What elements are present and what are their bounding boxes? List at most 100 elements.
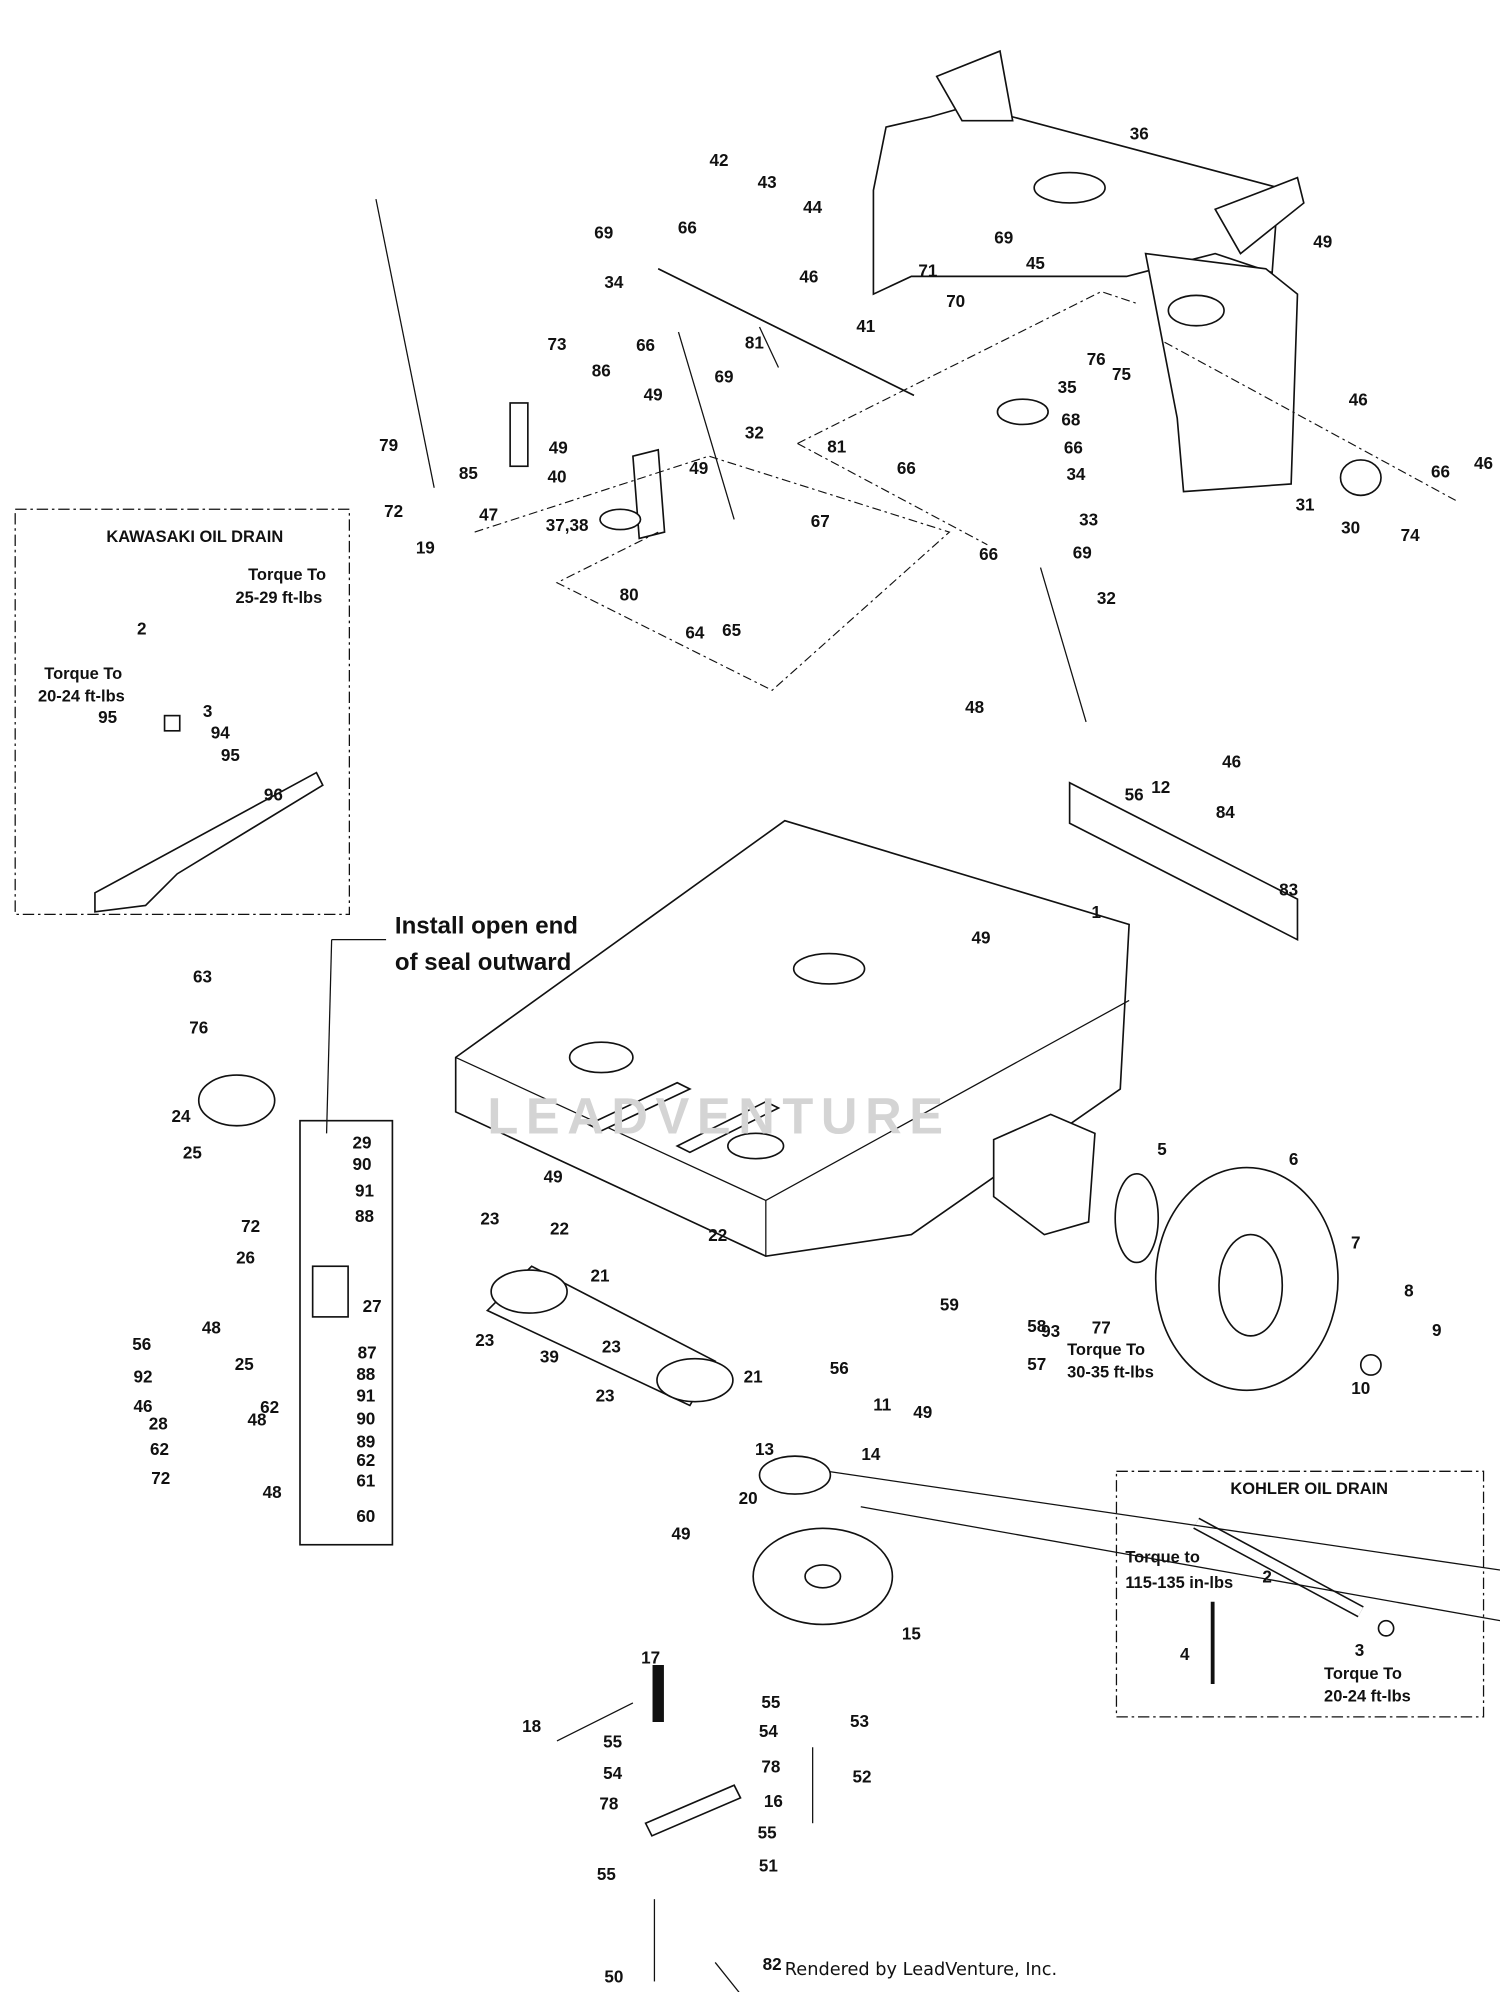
callout-label: 63 xyxy=(193,968,212,987)
callout-label: 49 xyxy=(644,385,663,404)
kohler-torque-right-value: 20-24 ft-lbs xyxy=(1324,1688,1411,1706)
callout-label: 69 xyxy=(594,223,613,242)
callout-label: 89 xyxy=(356,1432,375,1451)
idler-arm-26 xyxy=(311,1265,349,1318)
callout-label: 73 xyxy=(547,335,566,354)
wheel-torque-value: 30-35 ft-lbs xyxy=(1067,1364,1154,1382)
callout-label: 1 xyxy=(1091,903,1101,922)
callout-label: 10 xyxy=(1351,1379,1370,1398)
box-callout-label: 2 xyxy=(1262,1568,1272,1587)
callout-label: 59 xyxy=(940,1296,959,1315)
callout-label: 60 xyxy=(356,1507,375,1526)
callout-label: 39 xyxy=(540,1347,559,1366)
callout-label: 62 xyxy=(150,1440,169,1459)
callout-label: 72 xyxy=(384,502,403,521)
callout-label: 78 xyxy=(599,1794,618,1813)
callout-label: 82 xyxy=(763,1955,782,1974)
callout-label: 52 xyxy=(853,1768,872,1787)
callout-label: 69 xyxy=(715,368,734,387)
kawasaki-torque-lower: Torque To xyxy=(44,665,122,683)
leader-dash xyxy=(474,455,951,691)
callout-label: 49 xyxy=(972,928,991,947)
callout-label: 66 xyxy=(678,218,697,237)
callout-label: 25 xyxy=(183,1144,202,1163)
bracket-16 xyxy=(644,1784,742,1837)
callout-label: 11 xyxy=(873,1396,892,1415)
callout-label: 47 xyxy=(479,506,498,525)
render-credit: Rendered by LeadVenture, Inc. xyxy=(785,1960,1057,1980)
frame-bracket-part xyxy=(872,49,1305,493)
callout-label: 30 xyxy=(1341,518,1360,537)
callout-label: 55 xyxy=(758,1823,777,1842)
control-shaft-part xyxy=(657,268,915,397)
callout-label: 80 xyxy=(620,585,639,604)
callout-label: 19 xyxy=(416,539,435,558)
callout-label: 55 xyxy=(603,1732,622,1751)
seal-note: Install open end of seal outward xyxy=(325,912,578,1134)
callout-label: 62 xyxy=(356,1451,375,1470)
callout-label: 9 xyxy=(1432,1321,1442,1340)
rod-79 xyxy=(375,199,435,488)
callout-label: 32 xyxy=(745,423,764,442)
seal-note-line2: of seal outward xyxy=(395,949,571,976)
box-callout-label: 94 xyxy=(211,723,230,742)
callout-label: 56 xyxy=(830,1359,849,1378)
rod-32-lower xyxy=(1039,567,1087,723)
callout-label: 84 xyxy=(1216,803,1235,822)
callout-label: 62 xyxy=(260,1398,279,1417)
callout-label: 49 xyxy=(689,459,708,478)
callout-label: 48 xyxy=(965,698,984,717)
callout-label: 85 xyxy=(459,464,478,483)
callout-label: 15 xyxy=(902,1625,921,1644)
pivot-part xyxy=(599,508,642,531)
callout-label: 54 xyxy=(603,1764,622,1783)
callout-label: 49 xyxy=(913,1403,932,1422)
callout-label: 91 xyxy=(355,1182,374,1201)
watermark: LEADVENTURE xyxy=(487,1087,950,1144)
leader-dash xyxy=(1164,341,1456,501)
callout-label: 31 xyxy=(1296,496,1315,515)
kohler-torque-left: Torque to xyxy=(1125,1548,1200,1566)
callout-label: 8 xyxy=(1404,1282,1414,1301)
callout-label: 24 xyxy=(172,1107,191,1126)
callout-label: 28 xyxy=(149,1415,168,1434)
spring-40 xyxy=(509,402,529,468)
callout-label: 56 xyxy=(1125,785,1144,804)
kawasaki-torque-upper-value: 25-29 ft-lbs xyxy=(235,589,322,607)
callout-label: 55 xyxy=(597,1865,616,1884)
seal-note-line1: Install open end xyxy=(395,912,578,939)
bearing-31 xyxy=(1339,459,1382,497)
callout-label: 25 xyxy=(235,1355,254,1374)
callout-label: 17 xyxy=(641,1649,660,1668)
callout-label: 83 xyxy=(1279,880,1298,899)
box-callout-label: 3 xyxy=(203,702,213,721)
box-callout-label: 3 xyxy=(1355,1641,1365,1660)
box-callout-label: 96 xyxy=(264,785,283,804)
callout-label: 34 xyxy=(604,273,623,292)
callout-label: 46 xyxy=(134,1397,153,1416)
kohler-torque-right: Torque To xyxy=(1324,1665,1402,1683)
callout-label: 74 xyxy=(1401,526,1420,545)
rim xyxy=(1218,1233,1284,1337)
box-callout-label: 4 xyxy=(1180,1645,1190,1664)
callout-label: 22 xyxy=(708,1226,727,1245)
callout-label: 34 xyxy=(1066,465,1085,484)
leader-dash xyxy=(797,442,988,546)
callout-label: 18 xyxy=(522,1717,541,1736)
callout-label: 77 xyxy=(1092,1318,1111,1337)
kohler-title: KOHLER OIL DRAIN xyxy=(1230,1480,1388,1498)
nut-10 xyxy=(1359,1354,1382,1376)
callout-label: 37,38 xyxy=(546,516,589,535)
callout-label: 76 xyxy=(189,1018,208,1037)
callout-label: 75 xyxy=(1112,365,1131,384)
callout-label: 49 xyxy=(1313,232,1332,251)
callout-label: 66 xyxy=(1431,463,1450,482)
callout-label: 43 xyxy=(758,173,777,192)
callout-label: 55 xyxy=(761,1693,780,1712)
callout-label: 66 xyxy=(897,459,916,478)
callout-label: 64 xyxy=(685,623,704,642)
callout-label: 81 xyxy=(745,334,764,353)
callout-label: 69 xyxy=(994,228,1013,247)
